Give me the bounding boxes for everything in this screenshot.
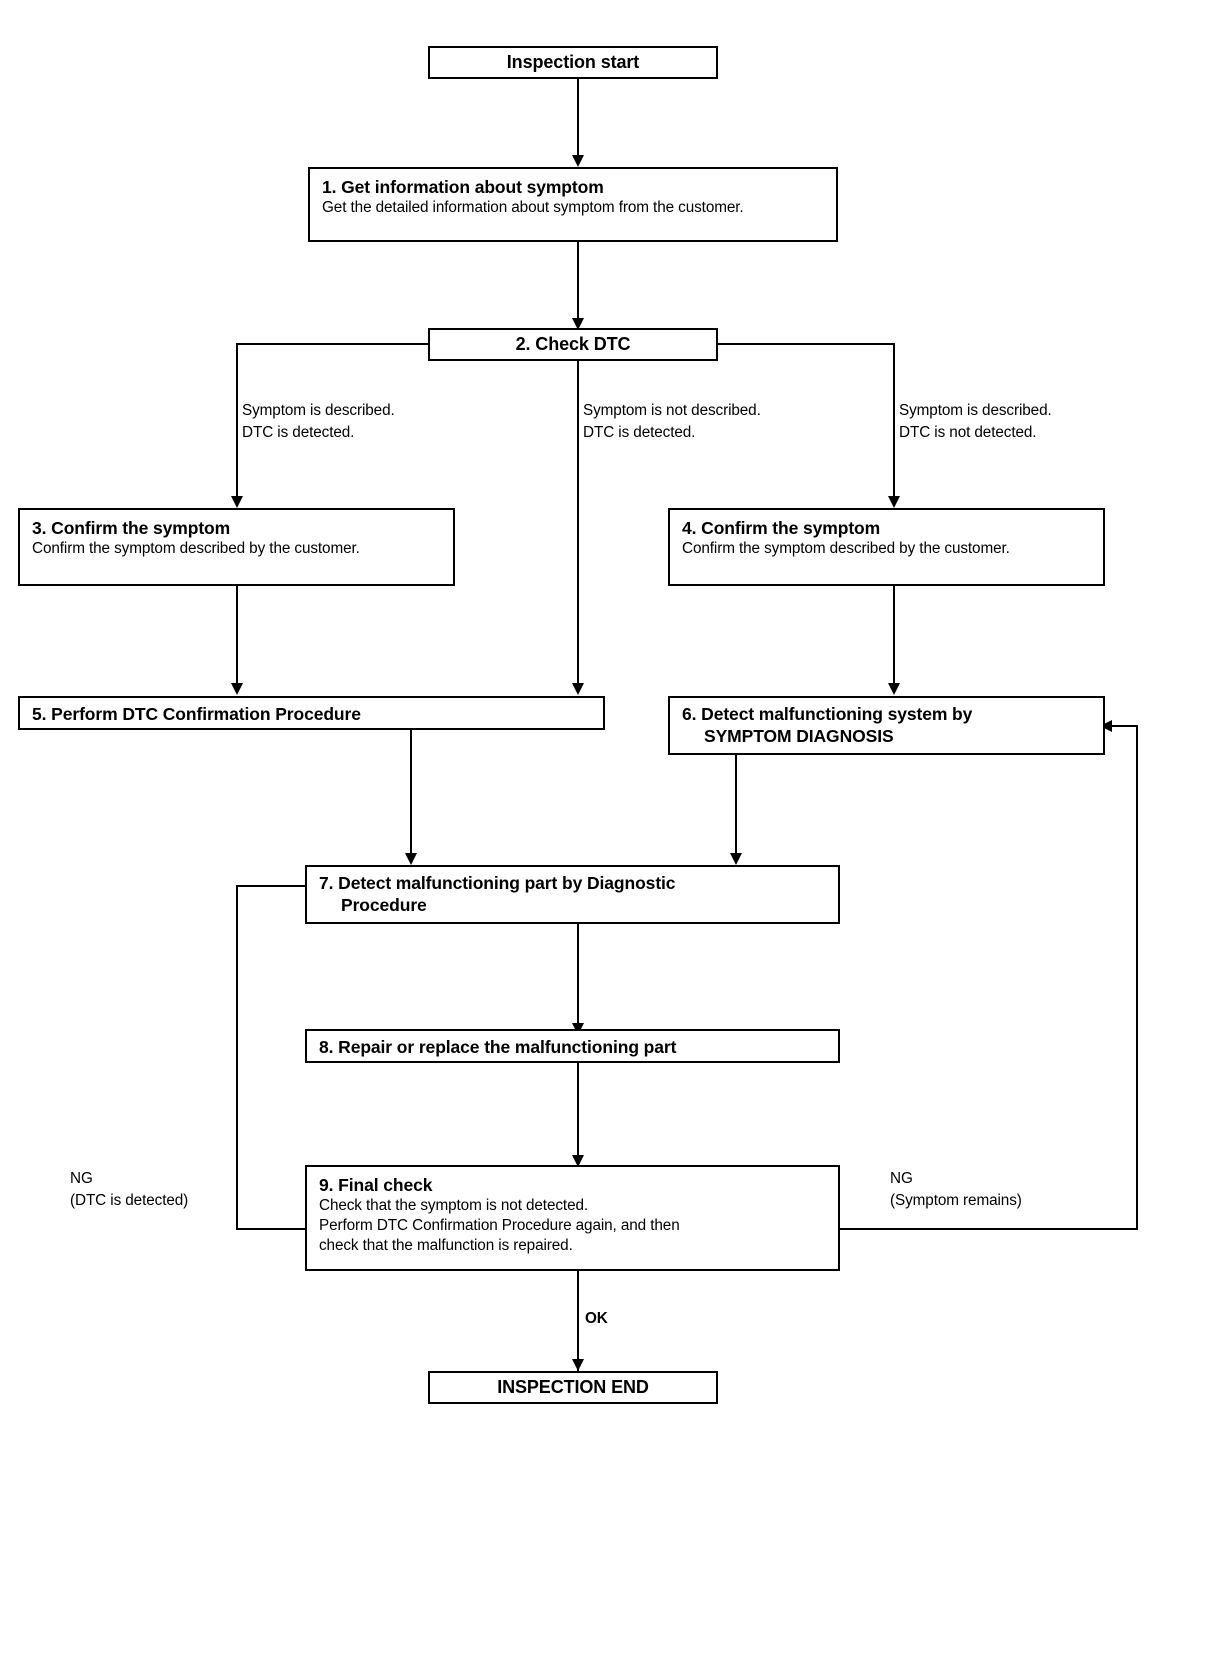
node-step-9-body-line3: check that the malfunction is repaired.: [319, 1237, 573, 1255]
node-step-6-title-line1: 6. Detect malfunctioning system by: [682, 704, 973, 724]
connector-ng-right-vertical: [1136, 725, 1138, 1230]
node-inspection-start[interactable]: Inspection start: [428, 46, 718, 79]
node-step-4-body: Confirm the symptom described by the cus…: [682, 540, 1010, 558]
node-step-3[interactable]: 3. Confirm the symptom Confirm the sympt…: [18, 508, 455, 586]
connector-start-to-step1: [577, 79, 579, 155]
node-inspection-end-label: INSPECTION END: [497, 1376, 649, 1397]
node-step-9[interactable]: 9. Final check Check that the symptom is…: [305, 1165, 840, 1271]
connector-step8-to-step9: [577, 1063, 579, 1155]
connector-step1-to-step2: [577, 242, 579, 318]
connector-ng-left-vertical: [236, 885, 238, 1230]
node-inspection-end[interactable]: INSPECTION END: [428, 1371, 718, 1404]
connector-step6-to-step7: [735, 755, 737, 853]
node-step-1-body: Get the detailed information about sympt…: [322, 199, 744, 217]
node-step-7-title-line1: 7. Detect malfunctioning part by Diagnos…: [319, 873, 676, 893]
node-step-6-title-line2: SYMPTOM DIAGNOSIS: [704, 726, 894, 747]
arrowhead-step6-to-step7: [730, 853, 742, 865]
connector-step3-to-step5: [236, 586, 238, 683]
connector-step4-to-step6: [893, 586, 895, 683]
connector-ng-right-horizontal: [838, 1228, 1138, 1230]
connector-step9-to-end: [577, 1271, 579, 1371]
connector-step7-to-step8: [577, 924, 579, 1023]
node-step-6[interactable]: 6. Detect malfunctioning system by SYMPT…: [668, 696, 1105, 755]
arrowhead-branch-middle: [572, 683, 584, 695]
connector-ng-left-into-step7: [236, 885, 307, 887]
node-step-9-body-line1: Check that the symptom is not detected.: [319, 1197, 589, 1215]
node-step-7[interactable]: 7. Detect malfunctioning part by Diagnos…: [305, 865, 840, 924]
node-step-3-body: Confirm the symptom described by the cus…: [32, 540, 360, 558]
arrowhead-branch-left: [231, 496, 243, 508]
connector-branch-right: [893, 343, 895, 496]
node-step-8-title: 8. Repair or replace the malfunctioning …: [319, 1037, 677, 1057]
node-step-4[interactable]: 4. Confirm the symptom Confirm the sympt…: [668, 508, 1105, 586]
node-step-4-title: 4. Confirm the symptom: [682, 518, 881, 538]
node-step-9-title: 9. Final check: [319, 1175, 433, 1195]
edge-label-branch-middle: Symptom is not described. DTC is detecte…: [583, 402, 761, 441]
arrowhead-start-to-step1: [572, 155, 584, 167]
node-step-1-title: 1. Get information about symptom: [322, 177, 604, 197]
node-step-5[interactable]: 5. Perform DTC Confirmation Procedure: [18, 696, 605, 730]
arrowhead-branch-right: [888, 496, 900, 508]
node-step-2[interactable]: 2. Check DTC: [428, 328, 718, 361]
edge-label-ok: OK: [585, 1310, 608, 1327]
node-step-3-title: 3. Confirm the symptom: [32, 518, 231, 538]
arrowhead-step4-to-step6: [888, 683, 900, 695]
connector-branch-left: [236, 343, 238, 496]
connector-step2-bus-right: [716, 343, 895, 345]
arrowhead-step3-to-step5: [231, 683, 243, 695]
edge-label-branch-right: Symptom is described. DTC is not detecte…: [899, 402, 1052, 441]
node-step-5-title: 5. Perform DTC Confirmation Procedure: [32, 704, 361, 724]
edge-label-branch-left: Symptom is described. DTC is detected.: [242, 402, 395, 441]
connector-step2-bus-left: [236, 343, 430, 345]
node-step-8[interactable]: 8. Repair or replace the malfunctioning …: [305, 1029, 840, 1063]
arrowhead-step9-to-end: [572, 1359, 584, 1371]
edge-label-ng-left: NG (DTC is detected): [70, 1170, 189, 1209]
arrowhead-step1-to-step2: [572, 318, 584, 330]
arrowhead-step5-to-step7: [405, 853, 417, 865]
node-step-2-title: 2. Check DTC: [515, 333, 631, 354]
node-step-9-body-line2: Perform DTC Confirmation Procedure again…: [319, 1217, 680, 1235]
arrowhead-step8-to-step9: [572, 1155, 584, 1167]
connector-branch-middle: [577, 361, 579, 683]
connector-ng-right-into-step6: [1108, 725, 1138, 727]
connector-ng-left-horizontal: [236, 1228, 307, 1230]
node-step-7-title-line2: Procedure: [341, 895, 427, 916]
edge-label-ng-right: NG (Symptom remains): [890, 1170, 1022, 1209]
connector-step5-to-step7: [410, 730, 412, 853]
node-step-1[interactable]: 1. Get information about symptom Get the…: [308, 167, 838, 242]
node-inspection-start-label: Inspection start: [506, 51, 640, 72]
